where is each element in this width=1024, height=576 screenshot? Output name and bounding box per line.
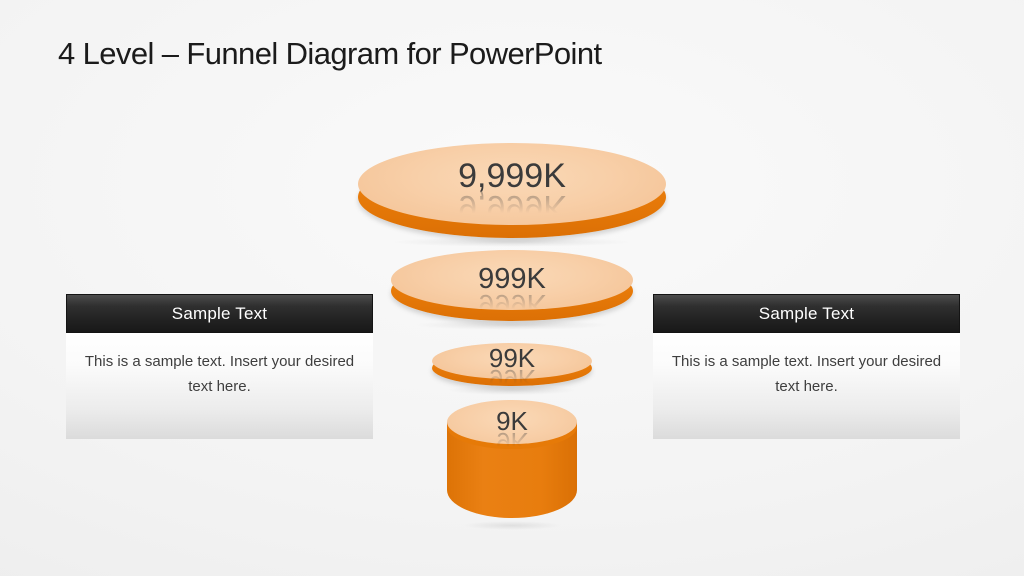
right-box-body: This is a sample text. Insert your desir…: [653, 333, 960, 439]
funnel-level-4-cylinder: [447, 400, 577, 530]
funnel-level-2-value: 999K: [478, 263, 546, 295]
left-sample-text-box: Sample Text This is a sample text. Inser…: [66, 294, 373, 439]
funnel-level-2: [391, 250, 633, 330]
funnel-level-1-face: [358, 143, 666, 225]
funnel-level-3-value-reflection: 99K: [488, 364, 536, 394]
funnel-level-3-face: [432, 343, 592, 379]
right-sample-text-box: Sample Text This is a sample text. Inser…: [653, 294, 960, 439]
funnel-level-4-label: 9K 9K: [447, 406, 577, 457]
funnel-level-1-label: 9,999K 9,999K: [358, 157, 666, 227]
left-box-body: This is a sample text. Insert your desir…: [66, 333, 373, 439]
funnel-level-4-value: 9K: [496, 406, 528, 436]
right-box-header: Sample Text: [653, 294, 960, 333]
funnel-level-3-value: 99K: [488, 343, 536, 373]
slide-title: 4 Level – Funnel Diagram for PowerPoint: [58, 36, 602, 71]
funnel-level-3: [432, 343, 592, 395]
funnel-level-2-face: [391, 250, 633, 310]
funnel-level-1-value-reflection: 9,999K: [458, 188, 566, 226]
funnel-level-3-label: 99K 99K: [432, 343, 592, 394]
funnel-level-4-face: [447, 400, 577, 444]
funnel-level-1-value: 9,999K: [458, 157, 566, 195]
funnel-level-1: [358, 143, 666, 247]
funnel-level-2-value-reflection: 999K: [478, 288, 546, 320]
funnel-level-4-value-reflection: 9K: [496, 427, 528, 457]
left-box-header: Sample Text: [66, 294, 373, 333]
funnel-level-2-label: 999K 999K: [391, 263, 633, 321]
